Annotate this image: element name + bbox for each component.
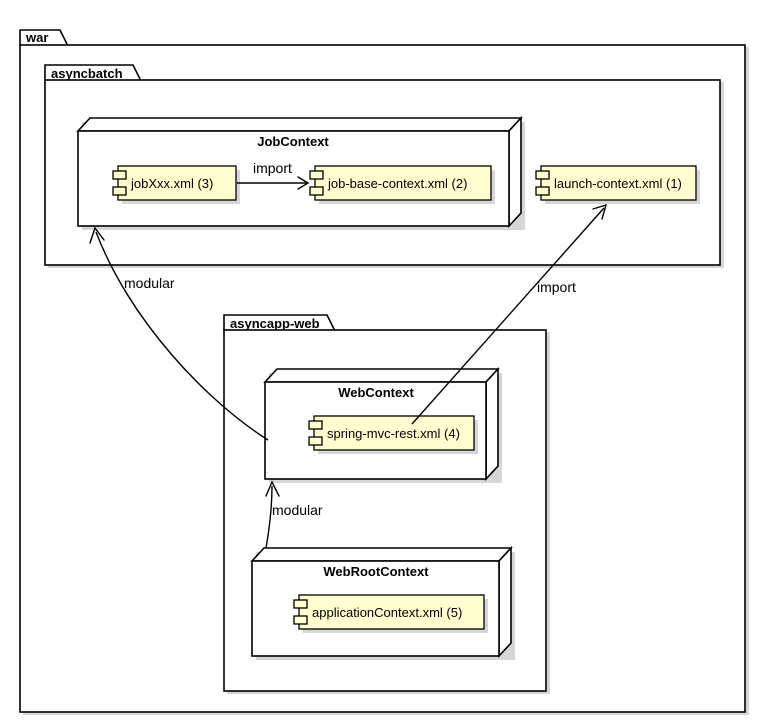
node-jobcontext[interactable]: JobContext jobXxx.xml (3) job-base-conte… (76, 115, 525, 230)
component-jobxxx-label: jobXxx.xml (3) (130, 176, 213, 191)
edge-label-import-1: import (253, 160, 292, 176)
component-application-context[interactable]: applicationContext.xml (5) (293, 594, 488, 633)
component-jobxxx[interactable]: jobXxx.xml (3) (112, 165, 240, 204)
component-launch-context-label: launch-context.xml (1) (554, 176, 682, 191)
edge-import-spring-mvc-to-launch-context: import (411, 203, 608, 425)
edge-modular-webrootcontext-to-webcontext: modular (265, 480, 323, 549)
component-application-context-label: applicationContext.xml (5) (312, 605, 462, 620)
component-job-base-context-label: job-base-context.xml (2) (327, 176, 467, 191)
edge-label-modular-1: modular (124, 275, 175, 291)
edge-import-jobxxx-to-job-base-context: import (237, 160, 310, 190)
edge-label-modular-2: modular (272, 502, 323, 518)
edge-label-import-2: import (537, 279, 576, 295)
package-asyncbatch-label: asyncbatch (51, 66, 123, 81)
package-asyncapp-web-label: asyncapp-web (230, 316, 320, 331)
component-spring-mvc-rest[interactable]: spring-mvc-rest.xml (4) (308, 415, 478, 454)
node-webrootcontext-label: WebRootContext (323, 564, 429, 579)
node-webrootcontext[interactable]: WebRootContext applicationContext.xml (5… (250, 545, 515, 660)
node-webcontext-label: WebContext (338, 385, 414, 400)
component-spring-mvc-rest-label: spring-mvc-rest.xml (4) (327, 426, 460, 441)
node-jobcontext-label: JobContext (257, 134, 329, 149)
component-launch-context[interactable]: launch-context.xml (1) (535, 165, 700, 204)
component-job-base-context[interactable]: job-base-context.xml (2) (309, 165, 495, 204)
edge-modular-webcontext-to-jobcontext: modular (89, 226, 269, 441)
node-webcontext[interactable]: WebContext spring-mvc-rest.xml (4) (263, 366, 502, 483)
package-war-label: war (25, 30, 48, 45)
